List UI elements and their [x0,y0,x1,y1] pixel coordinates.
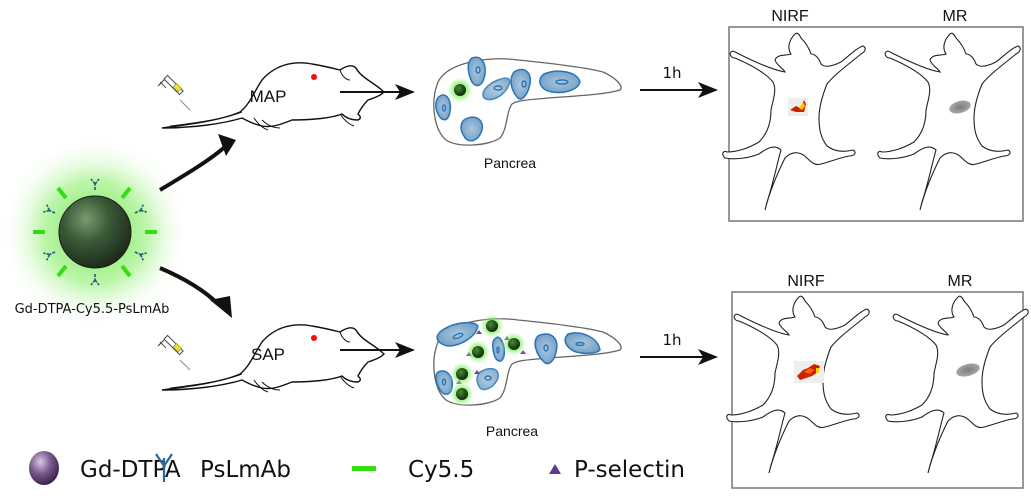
model-label-map: MAP [250,87,287,106]
mr-signal-map [949,100,971,114]
probe-sphere [58,195,132,269]
nirf-signal-sap [794,361,824,383]
triangle-icon [549,464,561,474]
nirf-label-sap: NIRF [787,273,825,290]
rat-eye-icon [311,335,317,341]
legend: Gd-DTPA PsLmAb Cy5.5 P-selectin [29,451,685,485]
nirf-signal-map [788,98,808,116]
arrowhead-down [210,296,232,318]
syringe-icon [157,334,191,371]
probe-label: Gd-DTPA-Cy5.5-PsLmAb [15,302,170,317]
cy55-bars [33,186,157,278]
organ-label-map: Pancrea [484,155,536,171]
organ-label-sap: Pancrea [486,423,538,439]
legend-item-cy55: Cy5.5 [352,457,474,483]
model-label-sap: SAP [251,345,285,364]
row-map: MAP Pancrea 1h [157,8,1024,222]
nirf-label-map: NIRF [771,8,809,25]
mr-label-map: MR [943,8,968,25]
probe-nanoparticle: Gd-DTPA-Cy5.5-PsLmAb [0,137,190,327]
rat-eye-icon [311,74,317,80]
arrowhead-up [218,134,236,156]
gd-dtpa-sphere-icon [29,451,59,485]
antibody-y-icon [155,453,173,482]
mr-signal-sap [956,363,980,377]
legend-label: Cy5.5 [408,457,474,483]
legend-item-pslmab: PsLmAb [155,453,291,483]
mr-label-sap: MR [948,273,973,290]
branch-arrows [158,134,236,318]
legend-item-p-selectin: P-selectin [549,457,685,483]
cy55-bar-icon [352,466,376,471]
probe-accumulations [449,313,527,407]
legend-label: PsLmAb [200,457,291,483]
syringe-icon [157,74,191,111]
row-sap: SAP [157,273,1029,489]
pancreas-map [433,56,622,146]
pancreas-sap [433,313,622,407]
acinar-cells [435,56,581,142]
legend-label: Gd-DTPA [80,457,181,483]
arrow-to-map [158,144,228,192]
time-label-map: 1h [662,64,681,82]
legend-label: P-selectin [574,457,685,483]
time-label-sap: 1h [662,331,681,349]
